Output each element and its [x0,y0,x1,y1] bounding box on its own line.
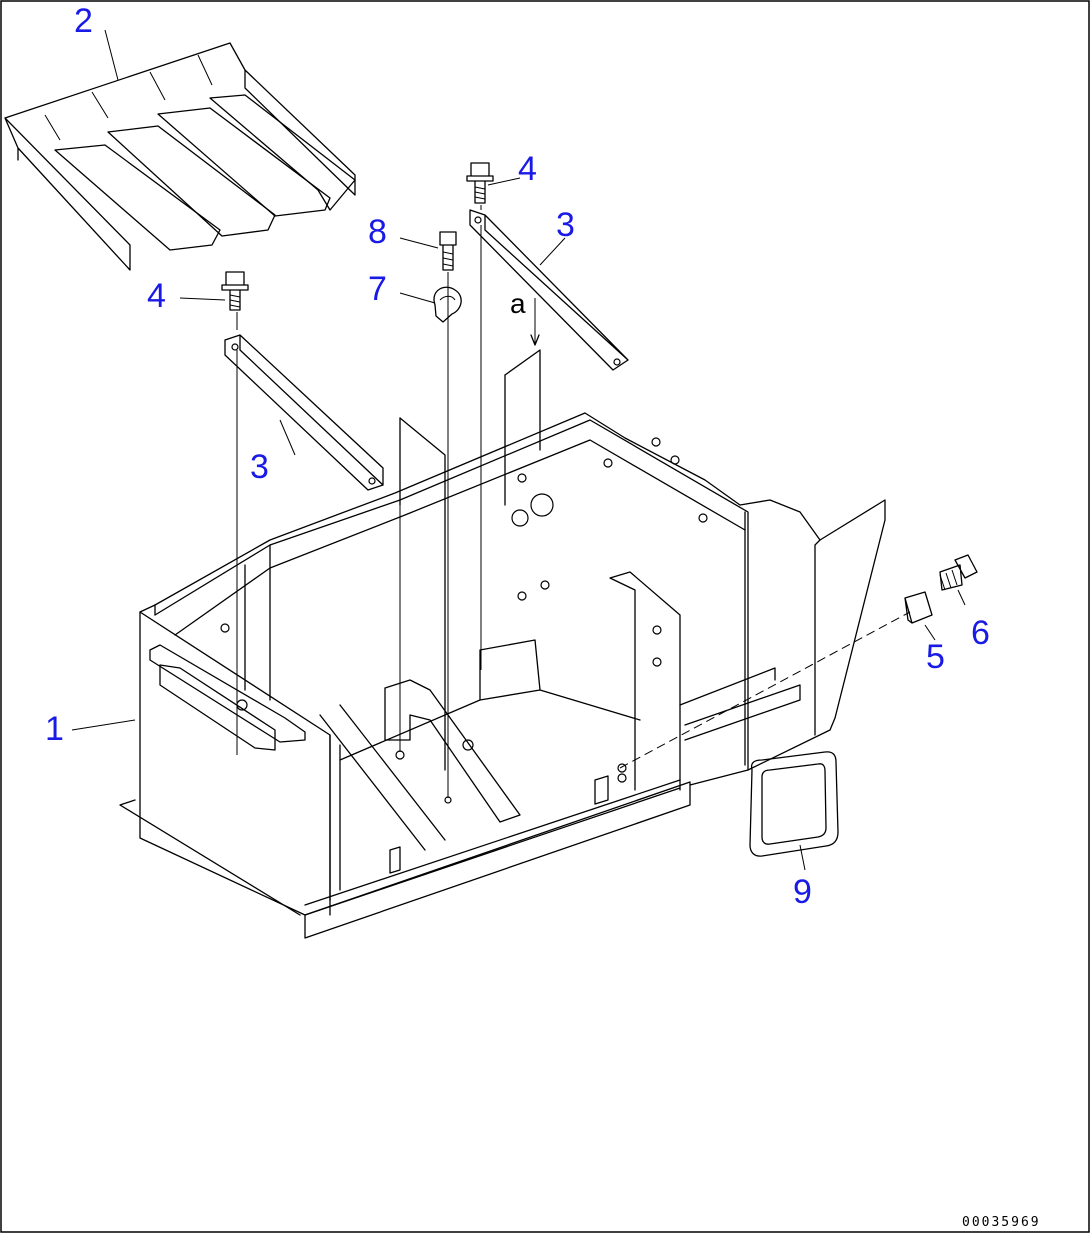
assembly-lines [236,205,911,798]
callout-4-right: 4 [518,150,537,188]
callout-6: 6 [971,614,990,652]
callout-5: 5 [926,638,945,676]
leader-lines [71,29,966,871]
callouts: 1 2 3 3 4 4 5 6 7 8 9 [45,2,990,911]
bolt-right [466,162,494,204]
view-mark: a [510,288,526,319]
drawing-number: 00035969 [962,1215,1041,1230]
callout-9: 9 [793,873,812,911]
floor-mat [4,42,356,271]
bracket-left [224,334,384,491]
callout-7: 7 [368,270,387,308]
callout-2: 2 [74,2,93,40]
gasket [749,751,839,857]
bolt-side [939,554,978,591]
main-frame [119,349,886,939]
callout-4-left: 4 [147,277,166,315]
bolt-long [439,231,457,271]
callout-3-left: 3 [250,448,269,486]
bracket-right [469,209,629,371]
callout-1: 1 [45,710,64,748]
bolt-left [221,271,249,311]
callout-8: 8 [368,213,387,251]
plate [904,591,933,624]
callout-3-right: 3 [556,206,575,244]
